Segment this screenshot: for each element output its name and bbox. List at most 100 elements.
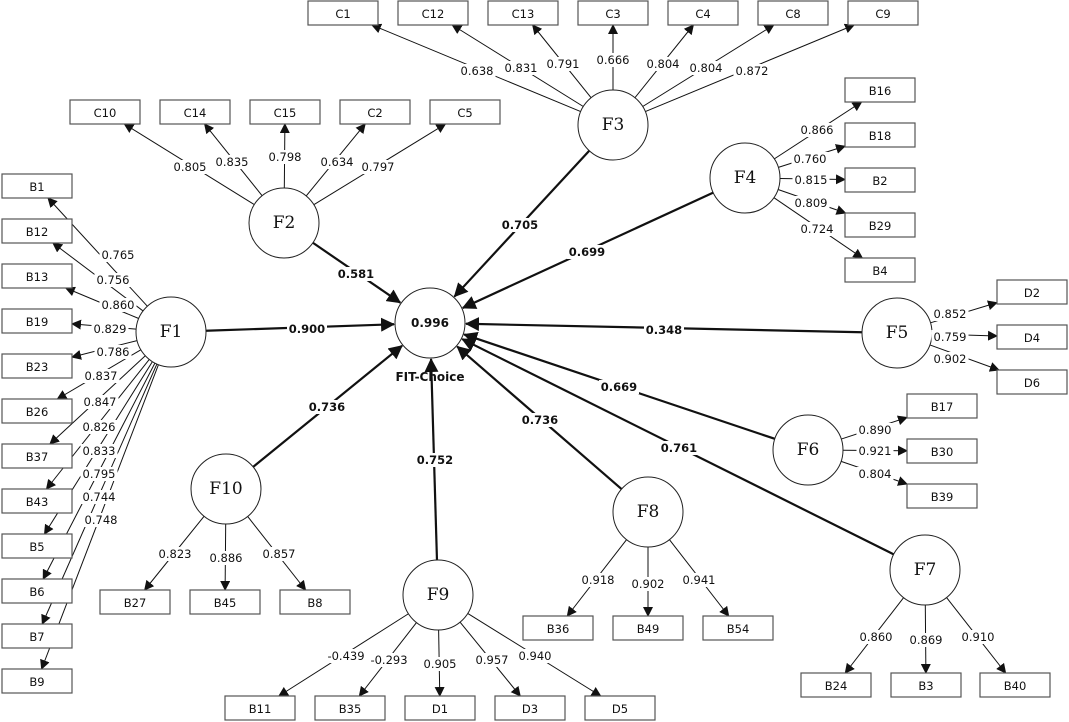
indicator-b8[interactable]: B8	[279, 589, 351, 615]
indicator-c12[interactable]: C12	[397, 0, 469, 26]
indicator-b3[interactable]: B3	[890, 672, 962, 698]
indicator-b9[interactable]: B9	[1, 668, 73, 694]
indicator-b39[interactable]: B39	[906, 483, 978, 509]
indicator-box[interactable]	[279, 589, 351, 615]
indicator-box[interactable]	[1, 263, 73, 289]
indicator-box[interactable]	[249, 99, 321, 125]
indicator-b2[interactable]: B2	[844, 167, 916, 193]
indicator-d3[interactable]: D3	[494, 695, 566, 721]
indicator-c1[interactable]: C1	[307, 0, 379, 26]
construct-circle[interactable]	[190, 453, 262, 525]
indicator-box[interactable]	[1, 308, 73, 334]
indicator-box[interactable]	[1, 443, 73, 469]
indicator-c15[interactable]: C15	[249, 99, 321, 125]
indicator-box[interactable]	[996, 324, 1068, 350]
indicator-b30[interactable]: B30	[906, 438, 978, 464]
indicator-d6[interactable]: D6	[996, 369, 1068, 395]
indicator-b40[interactable]: B40	[979, 672, 1051, 698]
construct-circle[interactable]	[709, 142, 781, 214]
indicator-box[interactable]	[612, 615, 684, 641]
indicator-b36[interactable]: B36	[522, 615, 594, 641]
construct-circle[interactable]	[772, 414, 844, 486]
loading-f1-b1[interactable]	[47, 197, 148, 307]
indicator-b49[interactable]: B49	[612, 615, 684, 641]
indicator-b24[interactable]: B24	[800, 672, 872, 698]
indicator-b1[interactable]: B1	[1, 173, 73, 199]
indicator-box[interactable]	[1, 488, 73, 514]
indicator-box[interactable]	[584, 695, 656, 721]
construct-circle[interactable]	[402, 559, 474, 631]
indicator-b19[interactable]: B19	[1, 308, 73, 334]
indicator-box[interactable]	[307, 0, 379, 26]
construct-circle[interactable]	[135, 296, 207, 368]
construct-f2[interactable]: F2	[248, 187, 320, 259]
indicator-b23[interactable]: B23	[1, 353, 73, 379]
indicator-b35[interactable]: B35	[314, 695, 386, 721]
construct-f4[interactable]: F4	[709, 142, 781, 214]
construct-f7[interactable]: F7	[889, 534, 961, 606]
indicator-box[interactable]	[1, 578, 73, 604]
indicator-box[interactable]	[844, 167, 916, 193]
indicator-box[interactable]	[702, 615, 774, 641]
indicator-box[interactable]	[397, 0, 469, 26]
indicator-box[interactable]	[844, 77, 916, 103]
indicator-c10[interactable]: C10	[69, 99, 141, 125]
indicator-d4[interactable]: D4	[996, 324, 1068, 350]
indicator-box[interactable]	[339, 99, 411, 125]
construct-f9[interactable]: F9	[402, 559, 474, 631]
indicator-box[interactable]	[99, 589, 171, 615]
indicator-box[interactable]	[429, 99, 501, 125]
indicator-b18[interactable]: B18	[844, 122, 916, 148]
indicator-box[interactable]	[224, 695, 296, 721]
indicator-b45[interactable]: B45	[189, 589, 261, 615]
construct-f6[interactable]: F6	[772, 414, 844, 486]
indicator-box[interactable]	[667, 0, 739, 26]
indicator-b12[interactable]: B12	[1, 218, 73, 244]
indicator-box[interactable]	[996, 279, 1068, 305]
indicator-box[interactable]	[404, 695, 476, 721]
construct-f3[interactable]: F3	[577, 89, 649, 161]
indicator-d5[interactable]: D5	[584, 695, 656, 721]
construct-circle[interactable]	[577, 89, 649, 161]
indicator-box[interactable]	[890, 672, 962, 698]
indicator-b37[interactable]: B37	[1, 443, 73, 469]
indicator-c2[interactable]: C2	[339, 99, 411, 125]
indicator-box[interactable]	[1, 218, 73, 244]
construct-circle[interactable]	[248, 187, 320, 259]
indicator-b7[interactable]: B7	[1, 623, 73, 649]
indicator-box[interactable]	[800, 672, 872, 698]
indicator-b17[interactable]: B17	[906, 393, 978, 419]
indicator-box[interactable]	[844, 122, 916, 148]
indicator-box[interactable]	[1, 533, 73, 559]
indicator-box[interactable]	[906, 483, 978, 509]
indicator-d1[interactable]: D1	[404, 695, 476, 721]
indicator-box[interactable]	[844, 257, 916, 283]
indicator-box[interactable]	[189, 589, 261, 615]
indicator-c8[interactable]: C8	[757, 0, 829, 26]
indicator-b29[interactable]: B29	[844, 212, 916, 238]
indicator-b4[interactable]: B4	[844, 257, 916, 283]
indicator-b26[interactable]: B26	[1, 398, 73, 424]
indicator-c5[interactable]: C5	[429, 99, 501, 125]
indicator-box[interactable]	[1, 398, 73, 424]
indicator-box[interactable]	[1, 173, 73, 199]
target-construct-circle[interactable]	[394, 287, 466, 359]
indicator-box[interactable]	[1, 623, 73, 649]
indicator-box[interactable]	[522, 615, 594, 641]
indicator-box[interactable]	[1, 668, 73, 694]
indicator-box[interactable]	[494, 695, 566, 721]
indicator-box[interactable]	[844, 212, 916, 238]
indicator-box[interactable]	[159, 99, 231, 125]
indicator-c13[interactable]: C13	[487, 0, 559, 26]
indicator-c4[interactable]: C4	[667, 0, 739, 26]
indicator-box[interactable]	[996, 369, 1068, 395]
indicator-b54[interactable]: B54	[702, 615, 774, 641]
construct-circle[interactable]	[889, 534, 961, 606]
indicator-box[interactable]	[847, 0, 919, 26]
construct-f8[interactable]: F8	[612, 476, 684, 548]
indicator-b11[interactable]: B11	[224, 695, 296, 721]
indicator-box[interactable]	[314, 695, 386, 721]
indicator-box[interactable]	[906, 438, 978, 464]
indicator-box[interactable]	[979, 672, 1051, 698]
indicator-box[interactable]	[69, 99, 141, 125]
